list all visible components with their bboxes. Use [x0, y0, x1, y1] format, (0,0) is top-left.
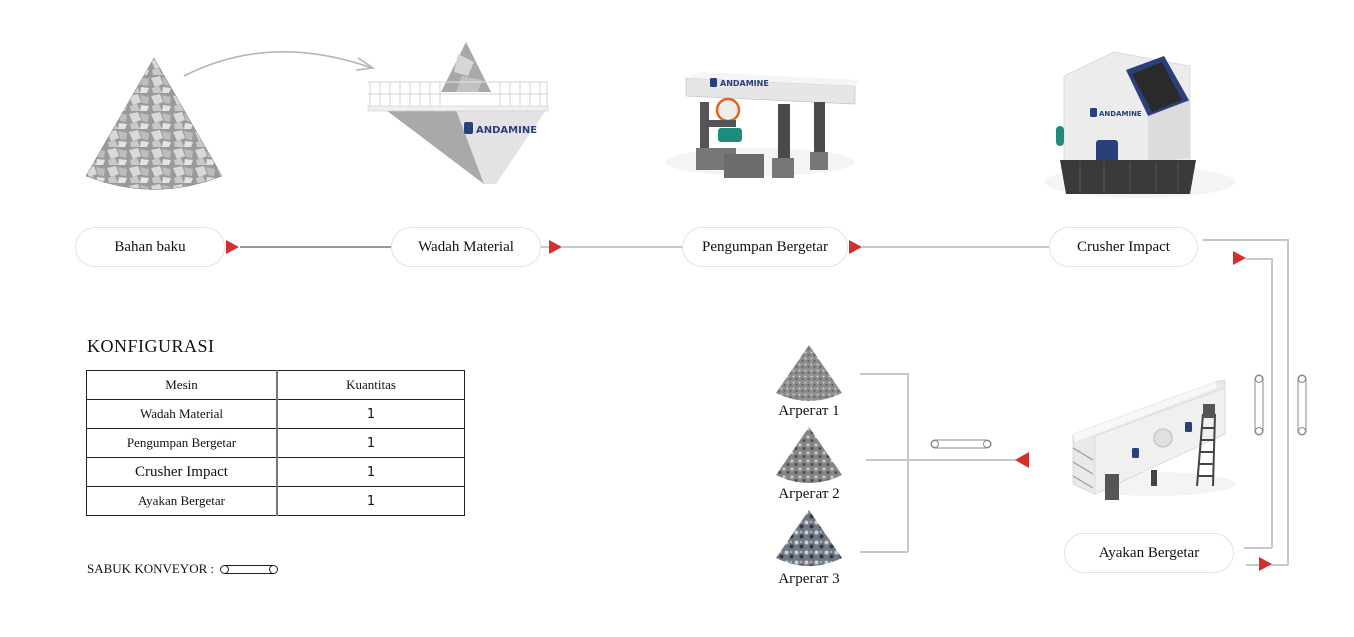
connector-line: [907, 373, 909, 552]
conveyor-belt-icon: [1297, 374, 1307, 436]
table-header-row: Mesin Kuantitas: [86, 370, 465, 400]
connector-line: [1271, 258, 1273, 548]
machine-cell: Ayakan Bergetar: [86, 486, 278, 516]
flow-arrow-icon: [1259, 557, 1272, 571]
quantity-cell: 1: [276, 457, 465, 487]
aggregate-2-pile-image: [774, 427, 844, 487]
table-row: Crusher Impact 1: [86, 457, 465, 487]
table-row: Wadah Material 1: [86, 399, 465, 429]
impact-crusher-machine-image: ANDAMINE: [1040, 42, 1240, 202]
node-bahan-baku[interactable]: Bahan baku: [75, 227, 225, 267]
conveyor-belt-icon: [930, 439, 992, 449]
connector-line: [1287, 239, 1289, 565]
machine-cell: Pengumpan Bergetar: [86, 428, 278, 458]
machine-cell: Wadah Material: [86, 399, 278, 429]
machine-cell: Crusher Impact: [86, 457, 278, 487]
flow-arrow-icon: [549, 240, 562, 254]
svg-text:ANDAMINE: ANDAMINE: [720, 79, 769, 88]
connector-line: [1246, 258, 1272, 260]
connector-line: [665, 246, 683, 248]
node-pengumpan-bergetar[interactable]: Pengumpan Bergetar: [682, 227, 848, 267]
node-label: Crusher Impact: [1077, 238, 1170, 255]
conveyor-belt-icon: [1254, 374, 1264, 436]
node-crusher-impact[interactable]: Crusher Impact: [1049, 227, 1198, 267]
connector-line: [1244, 547, 1272, 549]
conveyor-belt-icon: [220, 564, 279, 574]
connector-line: [860, 373, 908, 375]
brand-text: ANDAMINE: [476, 125, 537, 136]
aggregate-2-label: Агрегат 2: [778, 486, 840, 502]
connector-line: [860, 551, 908, 553]
rock-pile-image: [84, 58, 224, 193]
connector-line: [562, 246, 683, 248]
connector-line: [540, 246, 550, 248]
table-row: Pengumpan Bergetar 1: [86, 428, 465, 458]
flow-arrow-icon: [1015, 452, 1029, 468]
aggregate-3-label: Агрегат 3: [778, 571, 840, 587]
connector-line: [862, 246, 1050, 248]
connector-line: [866, 459, 1026, 461]
aggregate-1-label: Агрегат 1: [778, 403, 840, 419]
connector-line: [1203, 239, 1288, 241]
column-header-machine: Mesin: [86, 370, 278, 400]
quantity-cell: 1: [276, 428, 465, 458]
node-label: Wadah Material: [418, 238, 514, 255]
node-label: Pengumpan Bergetar: [702, 238, 828, 255]
column-header-quantity: Kuantitas: [276, 370, 465, 400]
quantity-cell: 1: [276, 399, 465, 429]
node-ayakan-bergetar[interactable]: Ayakan Bergetar: [1064, 533, 1234, 573]
vibrating-feeder-machine-image: ANDAMINE: [660, 62, 865, 182]
config-table: Mesin Kuantitas Wadah Material 1 Pengump…: [86, 370, 465, 516]
flow-arrow-icon: [1233, 251, 1246, 265]
connector-line: [240, 246, 392, 248]
config-title: KONFIGURASI: [87, 336, 215, 356]
aggregate-3-pile-image: [774, 510, 844, 570]
brand-logo-icon: [464, 122, 473, 134]
flow-arrow-icon: [226, 240, 239, 254]
conveyor-legend: SABUK KONVEYOR :: [87, 561, 279, 577]
node-label: Ayakan Bergetar: [1098, 544, 1200, 561]
node-label: Bahan baku: [114, 238, 186, 255]
vibrating-screen-machine-image: [1065, 374, 1235, 504]
quantity-cell: 1: [276, 486, 465, 516]
node-wadah-material[interactable]: Wadah Material: [391, 227, 541, 267]
feed-curve-arrow: [180, 42, 380, 82]
aggregate-1-pile-image: [774, 345, 844, 405]
hopper-machine-image: ANDAMINE: [366, 42, 551, 187]
conveyor-legend-label: SABUK KONVEYOR :: [87, 561, 215, 576]
svg-text:ANDAMINE: ANDAMINE: [1099, 110, 1142, 118]
table-row: Ayakan Bergetar 1: [86, 486, 465, 516]
flow-arrow-icon: [849, 240, 862, 254]
